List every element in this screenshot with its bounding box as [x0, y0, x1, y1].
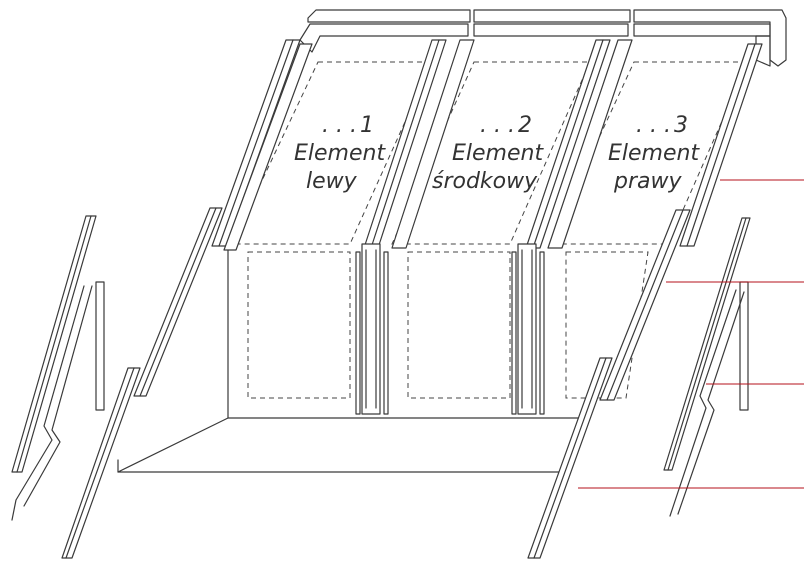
element-middle-number: 2 — [518, 113, 532, 138]
element-right-word: Element — [608, 141, 700, 166]
top-cap-rails — [299, 9, 787, 67]
element-right-number: 3 — [674, 113, 688, 138]
element-middle-name: środkowy — [432, 169, 538, 194]
element-right-dots: . . . — [636, 113, 671, 138]
element-left-name: lewy — [306, 169, 358, 194]
left-flashing-pieces — [11, 207, 223, 559]
element-right-name: prawy — [613, 169, 682, 194]
element-left-word: Element — [294, 141, 386, 166]
element-label-right: . . . 3 Element prawy — [608, 113, 700, 194]
element-left-number: 1 — [360, 113, 374, 138]
right-flashing-pieces — [527, 209, 751, 559]
element-label-middle: . . . 2 Element środkowy — [432, 113, 544, 194]
element-left-dots: . . . — [322, 113, 357, 138]
leader-lines — [578, 179, 804, 489]
sash-outlines-lower — [247, 251, 649, 399]
element-middle-dots: . . . — [480, 113, 515, 138]
vertical-gutters — [355, 243, 545, 415]
base-frame — [117, 237, 591, 473]
element-middle-word: Element — [452, 141, 544, 166]
element-label-left: . . . 1 Element lewy — [294, 113, 386, 194]
side-rails — [211, 39, 763, 251]
